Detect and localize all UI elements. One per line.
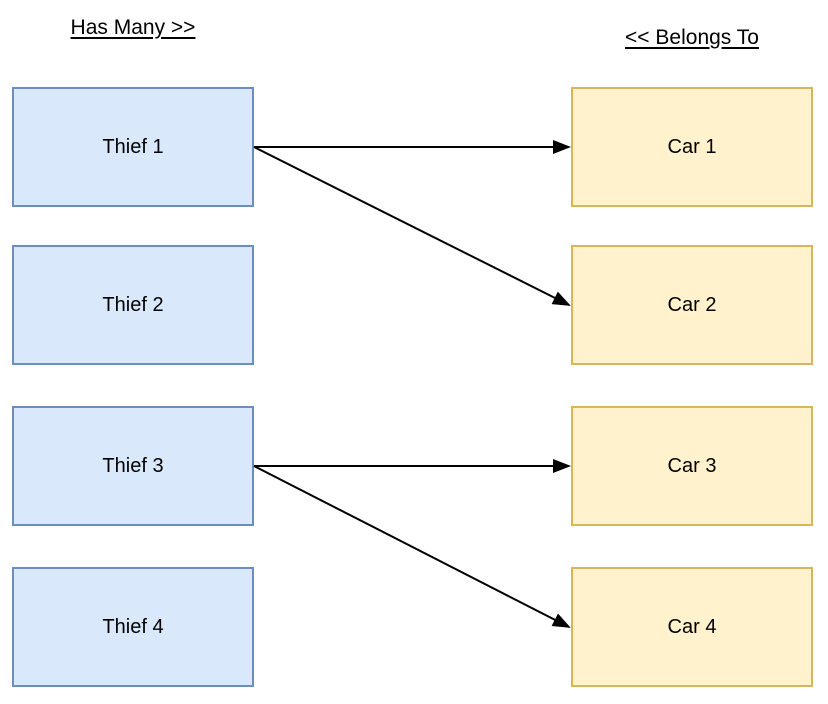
entity-box-thief-2: Thief 2 [12,245,254,365]
arrow-thief-3-to-car-4 [253,465,571,628]
thief-4-label: Thief 4 [102,615,164,638]
car-4-label: Car 4 [667,615,717,638]
entity-box-thief-3: Thief 3 [12,406,254,526]
thief-3-label: Thief 3 [102,454,164,477]
entity-box-car-1: Car 1 [571,87,813,207]
entity-box-thief-4: Thief 4 [12,567,254,687]
entity-box-car-2: Car 2 [571,245,813,365]
has-many-heading: Has Many >> [70,16,196,39]
belongs-to-heading: << Belongs To [625,26,759,49]
thief-1-label: Thief 1 [102,135,164,158]
entity-box-thief-1: Thief 1 [12,87,254,207]
car-1-label: Car 1 [667,135,717,158]
car-2-label: Car 2 [667,293,717,316]
entity-box-car-4: Car 4 [571,567,813,687]
arrow-thief-1-to-car-2 [253,146,571,306]
entity-box-car-3: Car 3 [571,406,813,526]
car-3-label: Car 3 [667,454,717,477]
thief-2-label: Thief 2 [102,293,164,316]
